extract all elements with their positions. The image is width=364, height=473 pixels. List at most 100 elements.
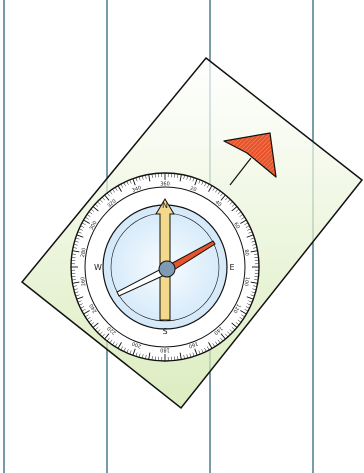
degree-tick bbox=[177, 173, 179, 178]
degree-tick bbox=[212, 187, 216, 191]
degree-label: 120 bbox=[231, 303, 241, 314]
degree-label: 200 bbox=[131, 340, 142, 349]
degree-tick bbox=[142, 354, 144, 359]
degree-tick bbox=[194, 178, 198, 186]
degree-tick bbox=[114, 343, 118, 347]
degree-tick bbox=[252, 285, 257, 287]
degree-tick bbox=[212, 343, 216, 347]
degree-tick bbox=[189, 353, 192, 358]
degree-tick bbox=[251, 240, 256, 243]
degree-label: 360 bbox=[160, 182, 170, 188]
degree-tick bbox=[225, 196, 229, 201]
cardinal-east: E bbox=[229, 263, 234, 272]
degree-tick bbox=[77, 300, 82, 303]
degree-tick bbox=[129, 179, 132, 184]
degree-tick bbox=[106, 192, 110, 197]
degree-tick bbox=[220, 333, 226, 340]
degree-tick bbox=[252, 244, 257, 246]
degree-tick bbox=[194, 348, 198, 356]
degree-tick bbox=[220, 337, 224, 342]
degree-tick bbox=[231, 327, 236, 331]
degree-tick bbox=[132, 178, 136, 186]
cardinal-south: S bbox=[162, 327, 167, 336]
degree-tick bbox=[237, 319, 242, 323]
degree-tick bbox=[179, 352, 182, 360]
degree-tick bbox=[250, 250, 258, 253]
degree-tick bbox=[114, 187, 118, 191]
degree-tick bbox=[225, 333, 229, 338]
degree-tick bbox=[251, 291, 256, 294]
degree-tick bbox=[244, 222, 249, 225]
degree-tick bbox=[245, 225, 250, 228]
degree-tick bbox=[250, 237, 255, 240]
degree-tick bbox=[220, 192, 224, 197]
degree-tick bbox=[71, 253, 76, 255]
degree-tick bbox=[217, 339, 221, 344]
degree-label: 280 bbox=[80, 247, 88, 257]
degree-tick bbox=[79, 228, 83, 231]
degree-tick bbox=[73, 244, 78, 246]
degree-tick bbox=[81, 309, 86, 312]
degree-tick bbox=[235, 208, 240, 212]
degree-tick bbox=[241, 314, 245, 318]
degree-tick bbox=[186, 175, 188, 180]
degree-tick bbox=[215, 188, 218, 193]
degree-label: 40 bbox=[214, 199, 223, 208]
degree-tick bbox=[85, 216, 89, 220]
cardinal-west: W bbox=[94, 263, 102, 272]
degree-tick bbox=[81, 222, 86, 225]
degree-label: 300 bbox=[89, 220, 99, 231]
degree-tick bbox=[77, 231, 82, 234]
degree-tick bbox=[252, 247, 257, 249]
degree-tick bbox=[254, 253, 259, 255]
degree-tick bbox=[204, 182, 207, 187]
degree-tick bbox=[189, 176, 192, 181]
degree-tick bbox=[231, 206, 238, 212]
degree-tick bbox=[85, 314, 89, 318]
degree-tick bbox=[135, 352, 138, 357]
degree-tick bbox=[239, 317, 244, 320]
degree-tick bbox=[239, 214, 244, 217]
degree-tick bbox=[198, 179, 201, 184]
degree-tick bbox=[79, 303, 83, 306]
degree-tick bbox=[207, 346, 210, 351]
degree-tick bbox=[99, 199, 103, 203]
degree-tick bbox=[252, 288, 257, 290]
degree-tick bbox=[201, 349, 204, 353]
degree-tick bbox=[245, 306, 250, 309]
degree-tick bbox=[217, 190, 221, 195]
degree-tick bbox=[88, 319, 93, 323]
degree-labels: 2040608010012014016018020022024026028030… bbox=[80, 182, 250, 353]
degree-tick bbox=[183, 354, 185, 359]
degree-tick bbox=[97, 201, 101, 205]
degree-tick bbox=[86, 214, 91, 217]
degree-tick bbox=[83, 310, 90, 315]
degree-tick bbox=[135, 177, 138, 182]
degree-tick bbox=[73, 288, 78, 290]
degree-label: 180 bbox=[160, 347, 170, 353]
degree-tick bbox=[247, 303, 251, 306]
degree-tick bbox=[231, 322, 238, 328]
degree-label: 260 bbox=[80, 276, 88, 286]
degree-tick bbox=[138, 176, 141, 181]
degree-tick bbox=[97, 329, 101, 333]
degree-tick bbox=[76, 296, 84, 300]
degree-tick bbox=[73, 247, 78, 249]
degree-label: 160 bbox=[188, 340, 199, 349]
degree-ticks bbox=[71, 173, 259, 361]
degree-tick bbox=[73, 285, 78, 287]
degree-label: 320 bbox=[106, 198, 117, 209]
degree-tick bbox=[117, 185, 122, 192]
degree-label: 140 bbox=[212, 325, 223, 336]
degree-tick bbox=[71, 279, 76, 281]
degree-tick bbox=[138, 353, 141, 358]
needle-pivot bbox=[158, 260, 176, 278]
degree-tick bbox=[74, 240, 79, 243]
degree-tick bbox=[90, 322, 95, 326]
degree-tick bbox=[227, 331, 231, 335]
degree-tick bbox=[231, 203, 236, 207]
degree-tick bbox=[220, 194, 226, 201]
degree-tick bbox=[72, 250, 80, 253]
degree-tick bbox=[204, 347, 207, 352]
